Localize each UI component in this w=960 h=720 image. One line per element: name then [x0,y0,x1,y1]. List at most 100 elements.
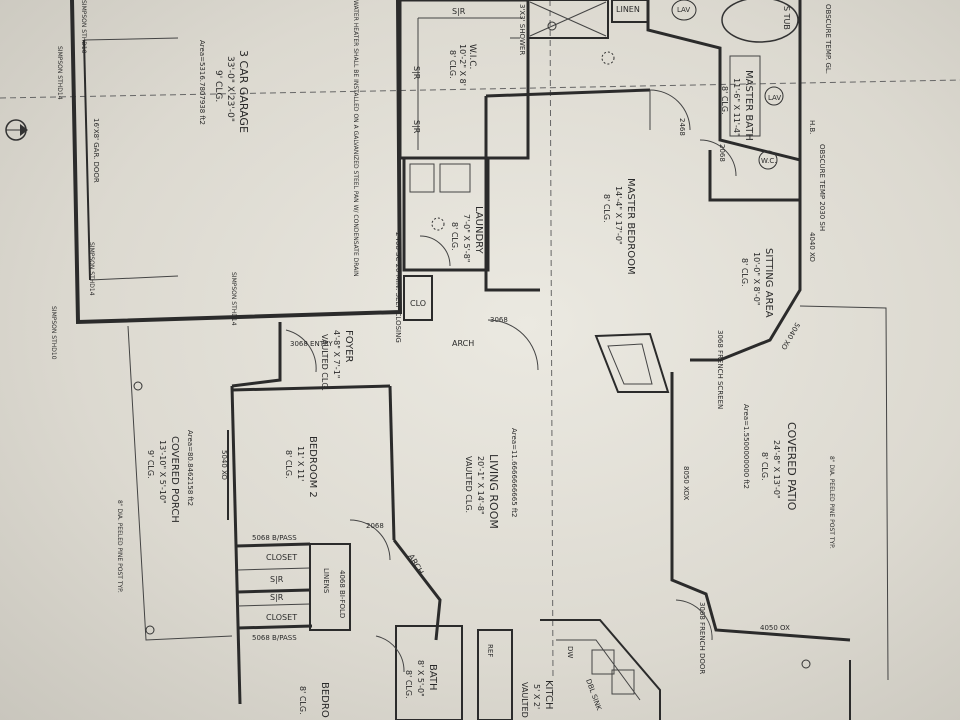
simpson-note-4: SIMPSON STHD14 [230,272,237,326]
linens-label: LINENS [322,568,330,594]
arch-label-2: ARCH [406,553,425,577]
bedroom-2-name: BEDROOM 2 [307,436,318,498]
foyer-ceiling: VAULTED CLG. [320,334,329,391]
french-door-label: 3068 FRENCH DOOR [698,602,706,674]
sitting-area [690,160,802,362]
living-room-dims: 20'-1" X 14'-8" [476,456,485,515]
garage-dims: 33'-0" X 23'-0" [225,56,235,122]
self-closing-door-note: 2468 SC 20 MIN. SELF CLOSING [394,232,402,343]
kitchen-ceiling: VAULTED [520,682,529,718]
coat-closet [403,275,433,321]
shelf-rod-1: S|R [452,7,466,16]
garage-ceiling: 9' CLG. [213,70,223,102]
linen-label: LINEN [616,5,640,14]
door-swing [487,319,539,371]
bedroom-door-swing [349,519,391,561]
lav-label: LAV [677,6,690,14]
shelf-rod-2: S|R [412,66,421,80]
shelf-rod-3: S|R [412,120,421,134]
wc-label: W.C. [761,157,776,165]
master-bath-ceiling: 8' CLG. [720,86,729,115]
kitchen-dims: 5' X 2' [532,684,541,709]
simpson-note-5: SIMPSON STHD10 [50,306,57,360]
obscure-temp-gl: OBSCURE TEMP. GL. [824,4,832,74]
closet-2-label: CLOSET [266,613,297,622]
covered-patio-area: Area=1.5500000000 ft2 [742,404,750,489]
window-8050: 8050 XOX [682,466,690,500]
foyer-dims: 4'-8" X 7'-1" [332,330,341,378]
window-5040: 5040 XO [220,450,228,480]
bath-ceiling: 8' CLG. [404,670,413,699]
kitchen-name: KITCH [543,680,554,710]
sitting-area-dims: 10'-0" X 8'-0" [752,252,761,306]
shower [527,0,609,39]
master-bath [646,0,802,170]
tub-label: S TUB [782,6,791,30]
covered-patio-ceiling: 8' CLG. [760,452,769,481]
simpson-note-1: SIMPSON STHD10 [80,0,87,54]
door-2068-mb: 2068 [718,144,726,162]
covered-patio-name: COVERED PATIO [785,422,798,511]
shower-label: 3'X3' SHOWER [518,4,526,55]
hb-label: H.B. [808,120,816,134]
foyer-name: FOYER [343,330,354,363]
covered-porch-dims: 13'-10" X 5'-10" [158,440,167,504]
sitting-area-ceiling: 8' CLG. [740,258,749,287]
laundry-ceiling: 8' CLG. [450,222,459,251]
simpson-note-3: SIMPSON STHD14 [88,242,95,296]
window-4050: 4050 OX [760,624,790,632]
garage-name: 3 CAR GARAGE [237,50,250,133]
obscure-temp-sh: OBSCURE TEMP 2030 SH [818,144,826,231]
garage-door-label: 16'X8' GAR. DOOR [92,118,100,183]
master-bedroom [484,88,800,292]
covered-porch [127,325,233,641]
living-room-name: LIVING ROOM [487,454,500,529]
master-bedroom-ceiling: 8' CLG. [602,194,611,223]
covered-patio [670,305,889,720]
patio-post-note: 8" DIA. PEELED PINE POST TYP. [828,456,835,549]
laundry-name: LAUNDRY [473,206,484,254]
bedroom-3-ceiling: 8' CLG. [298,686,307,715]
covered-porch-area: Area=80.8462158 ft2 [186,430,194,506]
centerline [549,0,554,681]
drain-icon [601,51,615,65]
wic-name: W.I.C. [467,44,477,69]
master-bedroom-dims: 14'-4" X 17'-0" [614,186,623,245]
living-room-ceiling: VAULTED CLG. [464,456,473,513]
covered-porch-ceiling: 9' CLG. [146,450,155,479]
lav-label-2: LAV [768,94,781,102]
porch-post-note: 8" DIA. PEELED PINE POST TYP. [116,500,123,593]
kitchen [477,619,661,720]
garage-area: Area=5316.7807938 ft2 [198,40,206,125]
sitting-area-name: SITTING AREA [763,248,774,318]
simpson-note-2: SIMPSON STHD14 [56,46,63,100]
door-3068: 3068 [490,316,508,324]
laundry [402,156,490,272]
foyer [231,322,317,388]
dimension-reference-line [0,79,960,99]
bifold-door-label: 4068 BI-FOLD [338,570,346,618]
shelf-rod-4: S|R [270,575,284,584]
window-5040-sitting: 5040 XO [779,321,801,351]
master-bath-dims: 11'-6" X 11'-4" [732,78,741,137]
living-room-area: Area=11.6666666665 ft2 [510,428,518,517]
bedroom-3-name: BEDRO [319,682,330,718]
wic-ceiling: 8' CLG. [448,50,457,79]
bath-name: BATH [427,664,438,691]
covered-porch-name: COVERED PORCH [169,436,180,523]
shelf-rod-5: S|R [270,593,284,602]
ref-label: REF [486,644,494,657]
covered-patio-dims: 24'-8" X 13'-0" [772,440,781,499]
dw-label: DW [566,646,574,658]
door-2068-br: 2068 [366,522,384,530]
closet-1-label: CLOSET [266,553,297,562]
bath-dims: 8' X 5'-0" [416,660,425,697]
bedroom-2-ceiling: 8' CLG. [284,450,293,479]
water-heater-note: WATER HEATER SHALL BE INSTALLED ON A GAL… [352,0,359,277]
dbl-sink-label: DBL SINK [584,678,603,712]
master-bath-name: MASTER BATH [743,70,754,141]
lav-sink-icon [671,0,697,21]
section-marker-icon [5,119,28,141]
laundry-dims: 7'-0" X 5'-8" [462,214,471,262]
fireplace [594,332,670,393]
